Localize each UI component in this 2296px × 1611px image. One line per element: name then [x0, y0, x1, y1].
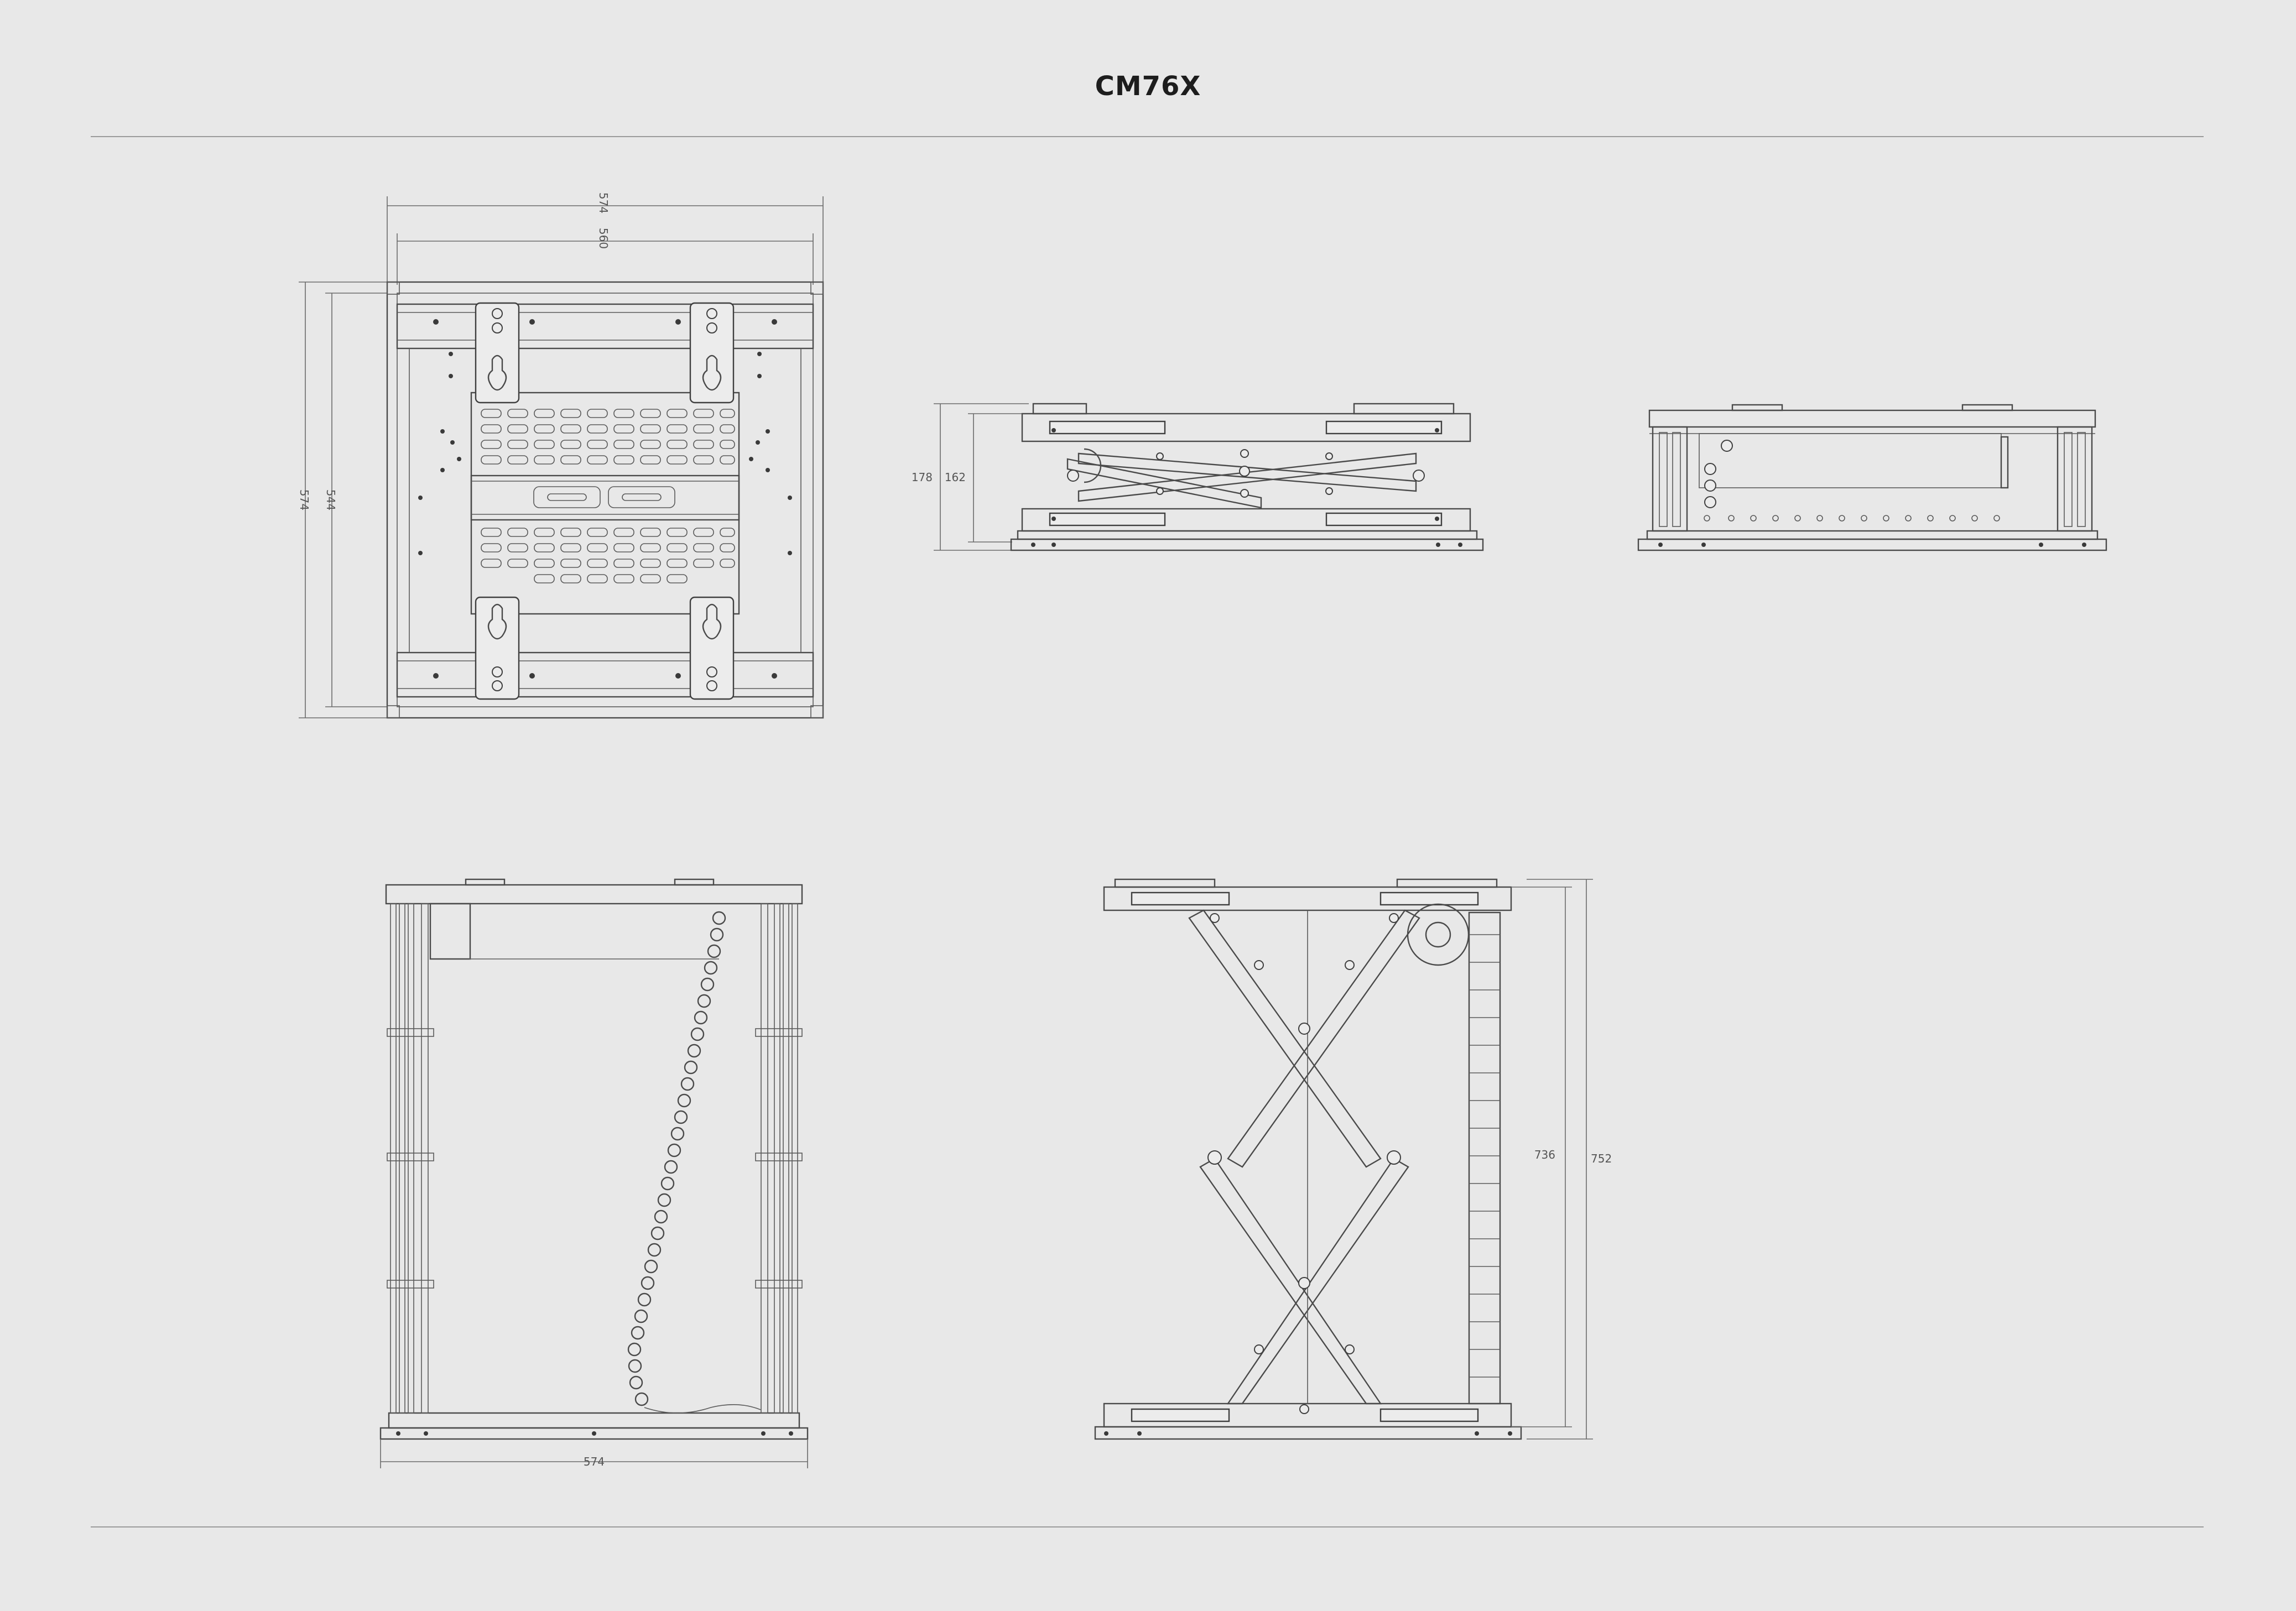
dim-front-open-width: 574 — [584, 1455, 605, 1468]
front-view-closed — [1637, 404, 2107, 551]
side-view-open: 736 752 — [1094, 878, 1612, 1440]
dim-top-width-inner: 560 — [597, 228, 610, 249]
top-rule — [91, 136, 2204, 137]
dim-side-open-outer: 752 — [1591, 1152, 1612, 1165]
dim-top-width-outer: 574 — [597, 192, 610, 213]
dim-side-closed-inner: 162 — [945, 471, 966, 484]
dim-top-height-inner: 544 — [324, 489, 337, 510]
side-view-closed: 178 162 — [912, 403, 1484, 551]
dim-top-height-outer: 574 — [298, 489, 311, 510]
page-title: CM76X — [1095, 71, 1201, 102]
dim-side-open-inner: 736 — [1534, 1148, 1555, 1161]
front-view-open: 574 — [379, 878, 809, 1468]
dim-side-closed-outer: 178 — [912, 471, 933, 484]
top-view: 574 560 574 544 — [298, 192, 824, 719]
bottom-rule — [91, 1526, 2204, 1527]
